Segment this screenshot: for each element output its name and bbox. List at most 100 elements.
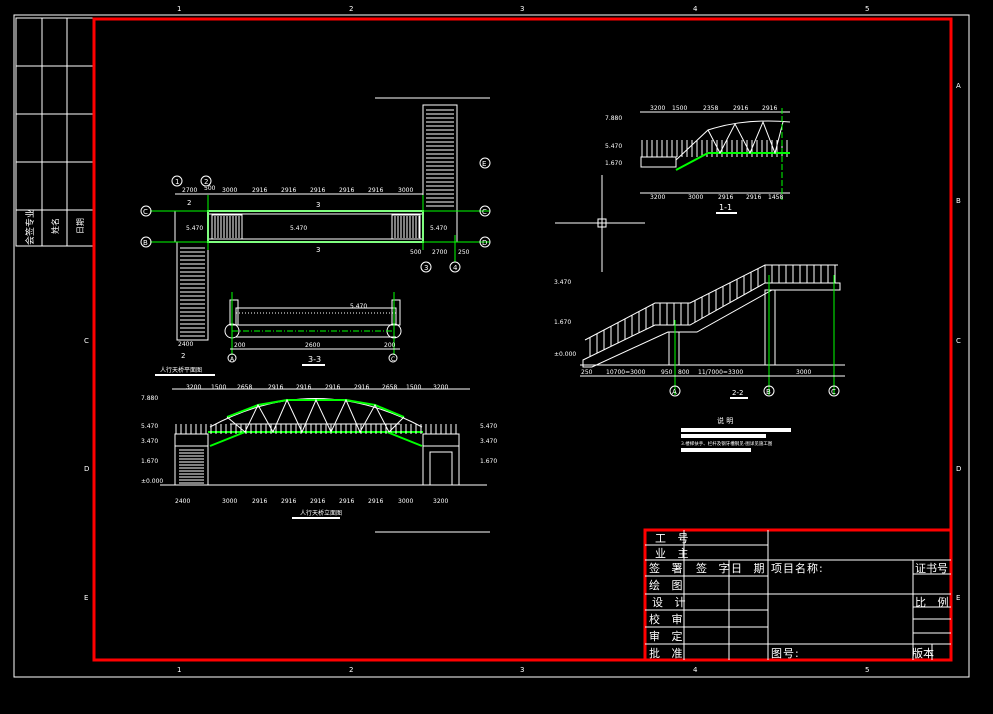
elev-level: 3.470 xyxy=(480,438,497,445)
row-marker-c-left: C xyxy=(84,337,89,345)
elev-dim: 2916 xyxy=(368,498,383,505)
s22-dim: 800 xyxy=(678,369,690,376)
s11-level: 7.880 xyxy=(605,115,622,122)
col-marker-5b: 5 xyxy=(865,666,869,674)
s33-dim: 200 xyxy=(384,342,396,349)
s33-axis-a: A xyxy=(230,356,235,363)
tb-scale: 比 例 xyxy=(915,595,953,609)
tb-check: 校 审 xyxy=(649,612,687,626)
s22-dim: 250 xyxy=(581,369,593,376)
plan-dim: 2700 xyxy=(432,249,447,256)
col-marker-4: 4 xyxy=(693,5,698,13)
elev-level: 7.880 xyxy=(141,395,158,402)
s22-dim: 10700=3000 xyxy=(606,369,646,376)
plan-dim: 3000 xyxy=(398,187,413,194)
elev-level: 5.470 xyxy=(480,423,497,430)
plan-dim: 500 xyxy=(204,185,216,192)
elev-dim: 3000 xyxy=(222,498,237,505)
s11-dim: 2358 xyxy=(703,105,718,112)
s22-dim: 950 xyxy=(661,369,673,376)
s22-level: 1.670 xyxy=(554,319,571,326)
plan-dim: 2400 xyxy=(178,341,193,348)
tb-work-no: 工 号 xyxy=(655,532,693,545)
plan-dim: 3000 xyxy=(222,187,237,194)
notes-line: 3.楼梯扶手、栏杆及钢牙槽钢见-图详见施工图 xyxy=(681,440,773,447)
elev-dim: 3200 xyxy=(186,384,201,391)
col-marker-1: 1 xyxy=(177,5,181,13)
elev-dim: 2400 xyxy=(175,498,190,505)
axis-4: 4 xyxy=(453,264,458,272)
s11-dim: 3200 xyxy=(650,105,665,112)
s22-axis-a: A xyxy=(672,388,677,396)
s22-level: 3.470 xyxy=(554,279,571,286)
s22-title: 2-2 xyxy=(732,389,743,397)
s33-dim: 2600 xyxy=(305,342,320,349)
elev-dim: 1500 xyxy=(211,384,226,391)
plan-level: 5.470 xyxy=(186,225,203,232)
plan-dim: 2916 xyxy=(281,187,296,194)
elev-dim: 3200 xyxy=(433,384,448,391)
s22-dim: 3000 xyxy=(796,369,811,376)
sign-date-label: 日期 xyxy=(76,218,85,234)
tb-review: 审 定 xyxy=(649,629,687,643)
axis-c: C xyxy=(143,208,148,216)
plan-level: 5.470 xyxy=(290,225,307,232)
plan-dim: 2916 xyxy=(339,187,354,194)
elev-level: ±0.000 xyxy=(141,478,163,485)
axis-3: 3 xyxy=(424,264,428,272)
s11-dim: 1458 xyxy=(768,194,783,201)
plan-dim: 2700 xyxy=(182,187,197,194)
plan-dim: 250 xyxy=(458,249,470,256)
plan-dim: 2916 xyxy=(368,187,383,194)
s11-dim: 2916 xyxy=(718,194,733,201)
elev-dim: 2916 xyxy=(325,384,340,391)
elev-level: 5.470 xyxy=(141,423,158,430)
tb-date: 日 期 xyxy=(731,562,769,575)
elev-dim: 2916 xyxy=(281,498,296,505)
elev-dim: 2658 xyxy=(382,384,397,391)
plan-dim: 2916 xyxy=(252,187,267,194)
row-marker-e-left: E xyxy=(84,594,88,602)
sign-name-label: 姓名 xyxy=(50,218,60,234)
section-mark: 3 xyxy=(316,201,320,209)
s33-dim: 200 xyxy=(234,342,246,349)
s22-dim: 11/7000=3300 xyxy=(698,369,743,376)
plan-title: 人行天桥平面图 xyxy=(160,366,202,374)
elev-dim: 1500 xyxy=(406,384,421,391)
axis-1: 1 xyxy=(175,178,179,186)
col-marker-5: 5 xyxy=(865,5,869,13)
col-marker-3b: 3 xyxy=(520,666,524,674)
section-2-2: 250 10700=3000 950 800 11/7000=3300 3000… xyxy=(554,264,845,399)
row-marker-a: A xyxy=(956,82,961,90)
section-mark: 3 xyxy=(316,246,320,254)
col-marker-2: 2 xyxy=(349,5,353,13)
row-marker-e: E xyxy=(956,594,960,602)
col-marker-4b: 4 xyxy=(693,666,698,674)
s22-axis-b: B xyxy=(766,388,771,396)
section-mark: 2 xyxy=(187,199,191,207)
plan-level: 5.470 xyxy=(430,225,447,232)
elev-level: 1.670 xyxy=(141,458,158,465)
axis-e: E xyxy=(482,160,486,168)
s11-dim: 3000 xyxy=(688,194,703,201)
col-marker-2b: 2 xyxy=(349,666,353,674)
row-marker-d: D xyxy=(956,465,961,473)
s22-axis-c: C xyxy=(831,388,836,396)
elev-dim: 2916 xyxy=(339,498,354,505)
plan-dim: 2916 xyxy=(310,187,325,194)
plan-dim: 500 xyxy=(410,249,422,256)
drawing-border xyxy=(92,17,953,662)
s11-dim: 2916 xyxy=(762,105,777,112)
s22-level: ±0.000 xyxy=(554,351,576,358)
row-marker-c: C xyxy=(956,337,961,345)
axis-b: B xyxy=(143,239,148,247)
elev-dim: 2916 xyxy=(268,384,283,391)
elev-dim: 3000 xyxy=(398,498,413,505)
elevation-dims: 3200 1500 2658 2916 2916 2916 2916 2658 … xyxy=(141,384,497,505)
s11-title: 1-1 xyxy=(719,203,732,212)
notes-heading: 说 明 xyxy=(717,416,733,425)
axis-2: 2 xyxy=(204,178,208,186)
grid-markers: 1 2 3 4 5 1 2 3 4 5 A B C D E C D E xyxy=(84,5,961,674)
